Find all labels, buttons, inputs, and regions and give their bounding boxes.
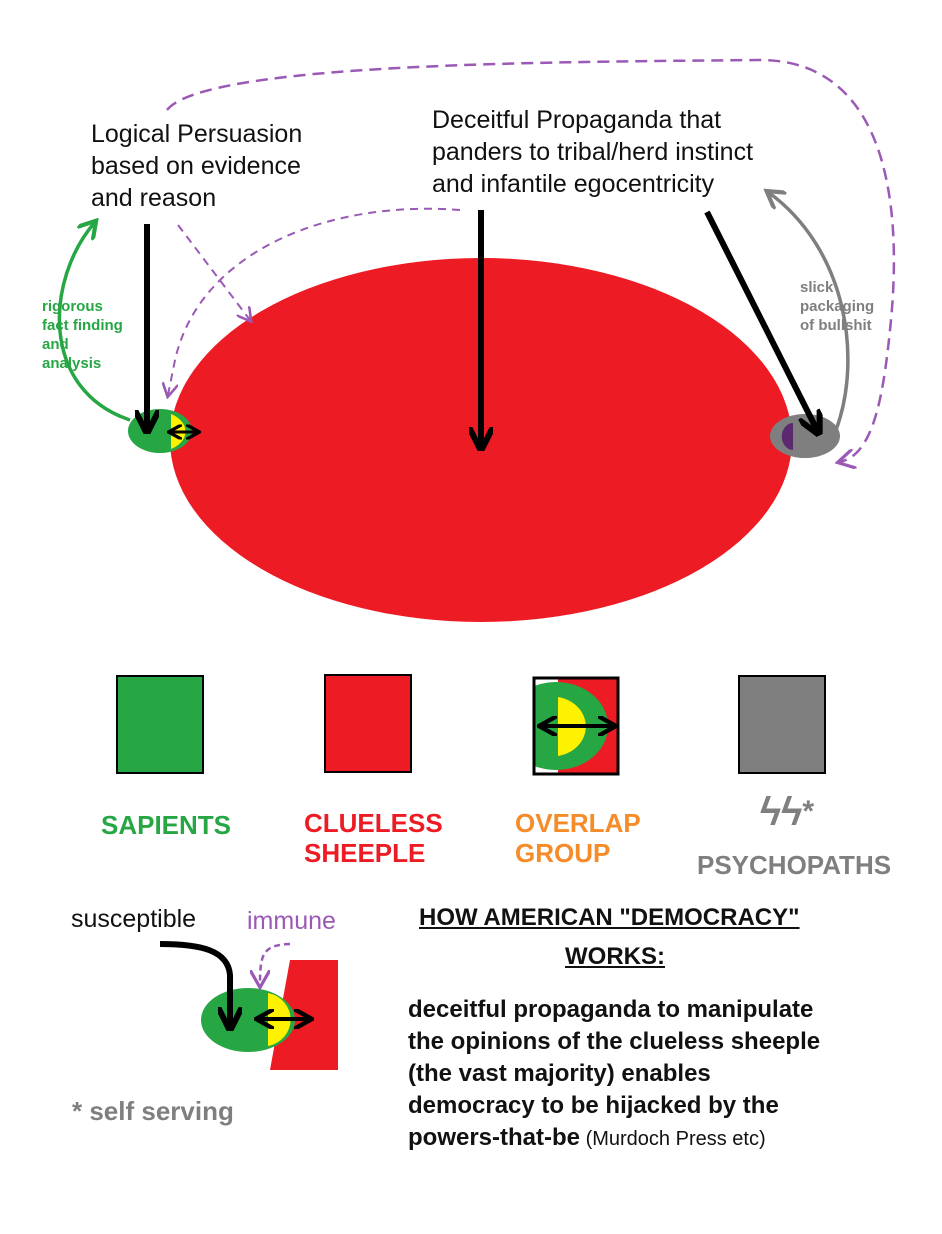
explanation-line-4: democracy to be hijacked by the	[408, 1092, 779, 1119]
legend-box-sapients	[116, 675, 204, 774]
explanation-line-3: (the vast majority) enables	[408, 1060, 711, 1087]
legend-sheeple-line-2: SHEEPLE	[304, 838, 426, 868]
immune-arrow	[260, 942, 291, 985]
psychopaths-group	[770, 414, 840, 458]
legend-label-sheeple: CLUELESS SHEEPLE	[304, 808, 443, 868]
legend-label-psychopaths: PSYCHOPATHS	[697, 850, 891, 880]
immune-label: immune	[247, 907, 336, 935]
rigorous-line-4: analysis	[42, 355, 102, 372]
self-serving-footnote: * self serving	[72, 1096, 234, 1126]
explanation-note: (Murdoch Press etc)	[580, 1128, 766, 1150]
rigorous-line-2: fact finding	[42, 317, 123, 334]
propaganda-line-2: panders to tribal/herd instinct	[432, 138, 754, 166]
logical-line-1: Logical Persuasion	[91, 120, 303, 148]
propaganda-line-3: and infantile egocentricity	[432, 170, 715, 198]
rigorous-analysis-label: rigorous fact finding and analysis	[42, 297, 123, 373]
explanation-title-line-2: WORKS:	[565, 943, 665, 970]
susceptible-arrow	[159, 941, 230, 1025]
legend-box-psychopaths	[738, 675, 826, 774]
logic-to-sheeple-arrow	[177, 224, 250, 320]
slick-line-3: of bullshit	[800, 317, 872, 334]
legend-overlap-line-1: OVERLAP	[515, 808, 641, 838]
rigorous-line-3: and	[42, 336, 69, 353]
detail-overlap-illustration	[201, 960, 338, 1070]
logical-line-2: based on evidence	[91, 152, 301, 180]
explanation-line-2: the opinions of the clueless sheeple	[408, 1028, 821, 1055]
logical-line-3: and reason	[91, 184, 217, 212]
explanation-line-1: deceitful propaganda to manipulate	[408, 996, 814, 1023]
slick-packaging-arrow	[768, 192, 850, 431]
logical-persuasion-label: Logical Persuasion based on evidence and…	[91, 118, 302, 214]
ss-symbol-icon: ϟϟ*	[760, 790, 814, 834]
explanation-body: deceitful propaganda to manipulate the o…	[408, 994, 820, 1155]
rigorous-analysis-arrow	[57, 222, 131, 422]
explanation-line-5: powers-that-be (Murdoch Press etc)	[408, 1122, 820, 1155]
explanation-title-line-1: HOW AMERICAN "DEMOCRACY"	[419, 904, 800, 931]
legend-label-sapients: SAPIENTS	[101, 810, 231, 840]
slick-line-1: slick	[800, 279, 834, 296]
legend-sheeple-line-1: CLUELESS	[304, 808, 443, 838]
legend-label-overlap: OVERLAP GROUP	[515, 808, 641, 868]
slick-packaging-label: slick packaging of bullshit	[800, 278, 874, 335]
explanation-powers-text: powers-that-be	[408, 1124, 581, 1151]
ss-symbol-text: ϟϟ	[760, 790, 803, 834]
legend-box-overlap	[532, 676, 620, 776]
propaganda-label: Deceitful Propaganda that panders to tri…	[432, 104, 753, 200]
legend-psychopaths-text: PSYCHOPATHS	[697, 850, 892, 880]
propaganda-loop-arrow	[166, 58, 896, 462]
propaganda-line-1: Deceitful Propaganda that	[432, 106, 722, 134]
legend-overlap-line-2: GROUP	[515, 838, 611, 868]
slick-line-2: packaging	[800, 298, 875, 315]
legend-sapients-text: SAPIENTS	[101, 810, 232, 840]
legend-box-sheeple	[324, 674, 412, 773]
susceptible-label: susceptible	[71, 905, 197, 933]
propaganda-psychopath-arrow	[704, 210, 817, 430]
rigorous-line-1: rigorous	[42, 298, 103, 315]
ss-symbol-star: *	[802, 795, 815, 828]
